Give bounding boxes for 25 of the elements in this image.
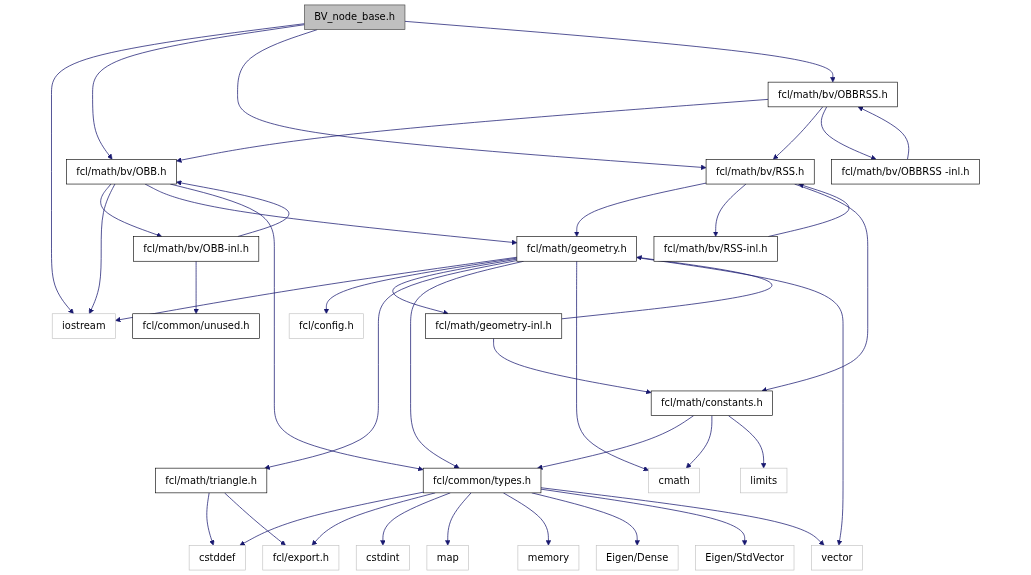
node-box: fcl/math/triangle.h xyxy=(155,467,268,494)
node-box: fcl/math/bv/OBBRSS.h xyxy=(767,81,898,108)
node-box: fcl/common/unused.h xyxy=(132,313,260,339)
node-box: fcl/math/bv/OBB.h xyxy=(66,159,177,185)
node-box: fcl/math/constants.h xyxy=(650,390,773,416)
node-box: iostream xyxy=(51,313,116,339)
node-box: Eigen/Dense xyxy=(595,545,679,571)
node-box: fcl/math/bv/RSS-inl.h xyxy=(653,236,778,262)
node-box: cstddef xyxy=(188,545,246,571)
node-box: fcl/math/bv/RSS.h xyxy=(705,159,815,185)
node-box: Eigen/StdVector xyxy=(695,545,795,571)
node-box: fcl/math/bv/OBBRSS -inl.h xyxy=(831,159,980,185)
node-box: fcl/export.h xyxy=(262,545,340,571)
node-box: BV_node_base.h xyxy=(304,4,406,30)
node-box: fcl/common/types.h xyxy=(422,467,542,494)
node-box: memory xyxy=(517,545,580,571)
node-box: map xyxy=(426,545,469,571)
node-box: fcl/math/geometry.h xyxy=(516,236,637,262)
node-box: limits xyxy=(740,467,788,494)
node-box: cmath xyxy=(648,467,700,494)
node-box: fcl/math/bv/OBB-inl.h xyxy=(133,236,260,262)
node-box: vector xyxy=(811,545,863,571)
node-box: fcl/math/geometry-inl.h xyxy=(425,313,563,339)
node-box: fcl/config.h xyxy=(288,313,364,339)
node-box: cstdint xyxy=(355,545,410,571)
